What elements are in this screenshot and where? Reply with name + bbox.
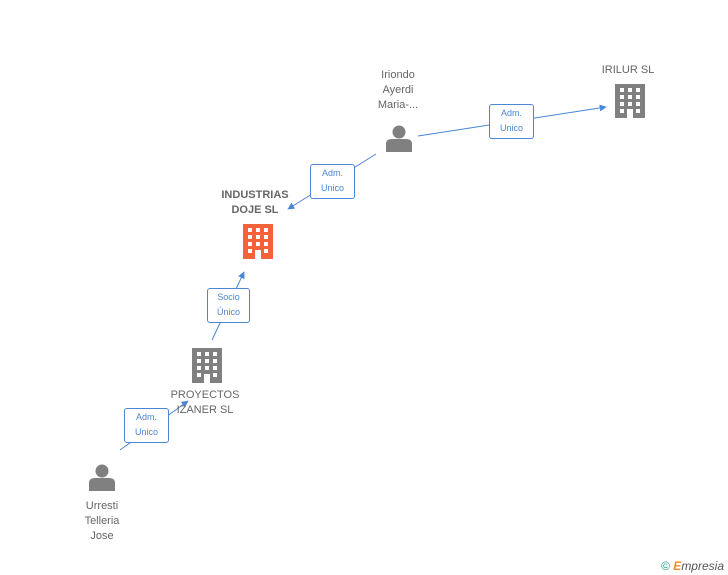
- building-icon[interactable]: [192, 348, 222, 383]
- relation-label-adm-unico: Adm. Unico: [124, 408, 169, 443]
- person-icon[interactable]: [386, 125, 412, 153]
- building-icon[interactable]: [243, 224, 273, 259]
- brand-name: mpresia: [681, 559, 724, 573]
- relation-label-socio-unico: Socio Único: [207, 288, 250, 323]
- relation-label-adm-unico: Adm. Unico: [310, 164, 355, 199]
- copyright-icon: ©: [661, 559, 670, 573]
- node-label-iriondo[interactable]: Iriondo Ayerdi Maria-...: [377, 69, 419, 111]
- node-label-industrias[interactable]: INDUSTRIAS DOJE SL: [221, 189, 289, 216]
- relation-label-adm-unico: Adm. Unico: [489, 104, 534, 139]
- building-icon[interactable]: [615, 84, 645, 118]
- brand-e: E: [673, 559, 682, 573]
- node-label-proyectos[interactable]: PROYECTOS IZANER SL: [170, 389, 240, 416]
- node-label-irilur[interactable]: IRILUR SL: [601, 64, 655, 76]
- empresia-logo: © Empresia: [661, 559, 724, 573]
- person-icon[interactable]: [89, 464, 115, 492]
- node-label-urresti[interactable]: Urresti Telleria Jose: [84, 500, 120, 542]
